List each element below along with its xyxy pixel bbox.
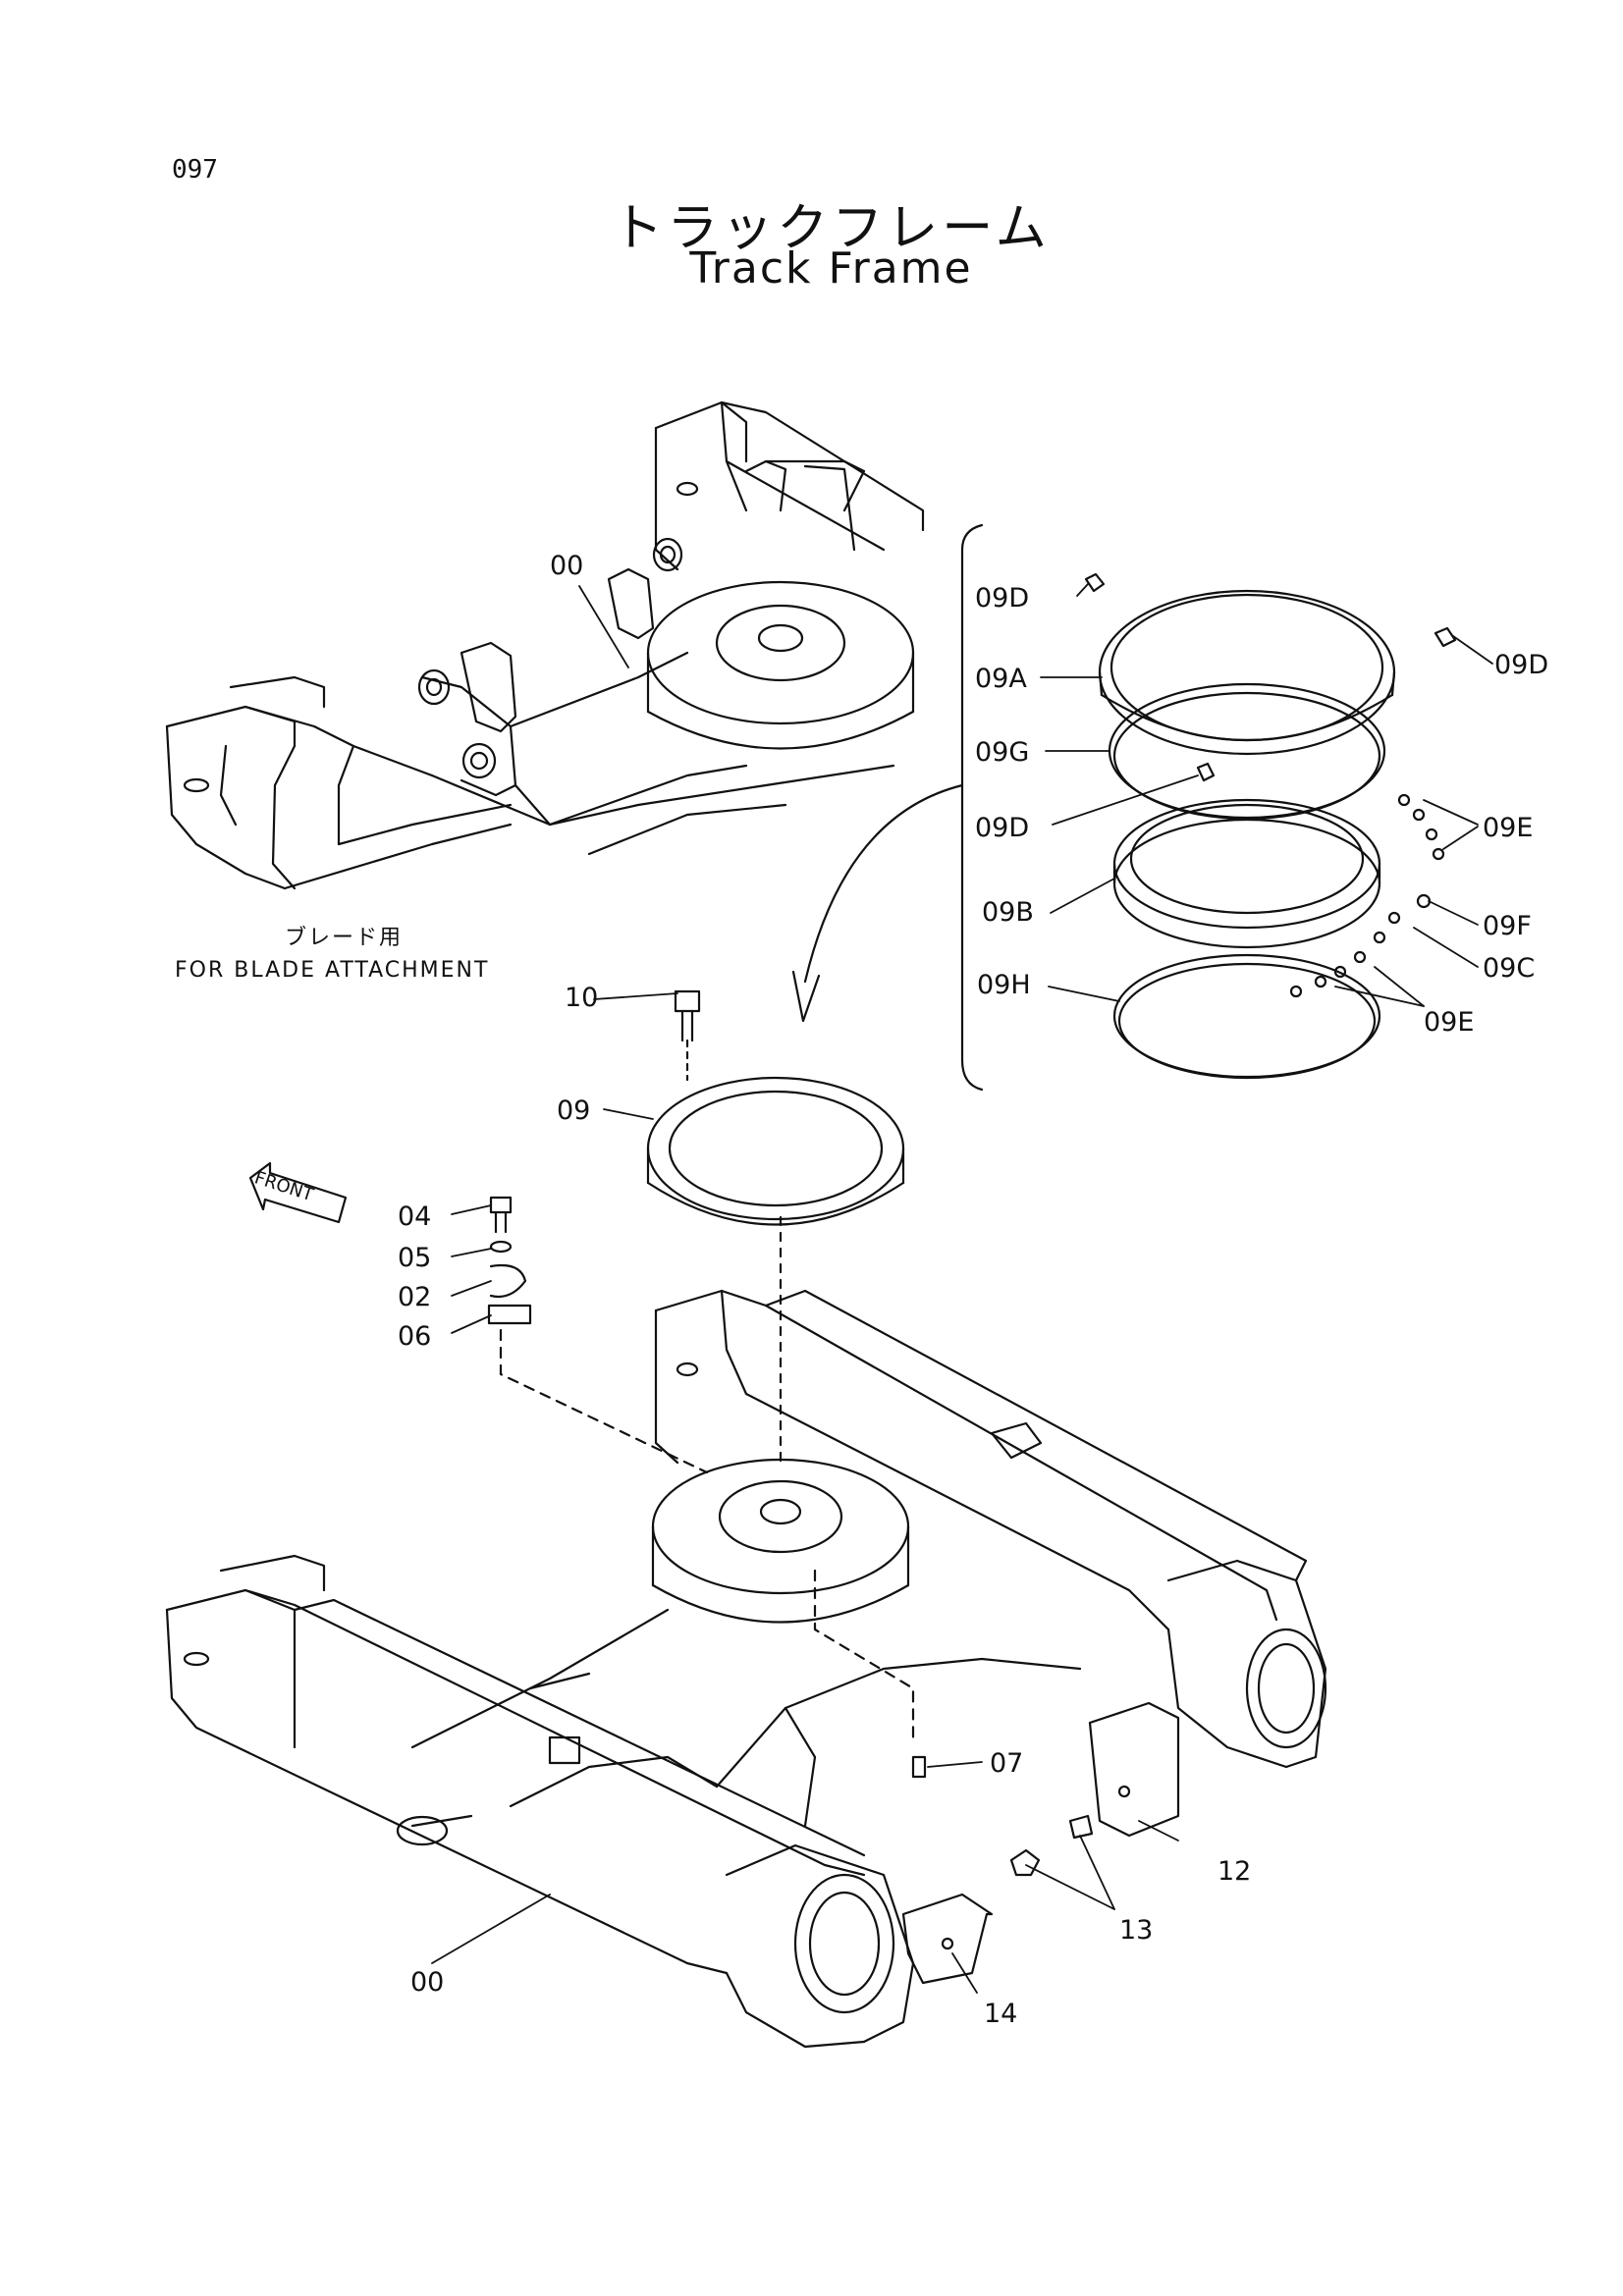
page-title-japanese: トラックフレーム <box>612 199 1051 258</box>
callout-13: 13 <box>1119 1915 1153 1946</box>
front-label: FRONT <box>252 1167 317 1205</box>
lower-track-frame <box>165 1215 1327 2049</box>
callout-09c: 09C <box>1483 953 1535 984</box>
guard-covers <box>901 1701 1180 1985</box>
swing-bearing-assembly <box>646 989 905 1226</box>
callout-14: 14 <box>984 1999 1017 2029</box>
callout-04: 04 <box>398 1201 431 1232</box>
callout-05: 05 <box>398 1243 431 1273</box>
callout-06: 06 <box>398 1321 431 1352</box>
callout-00-upper: 00 <box>550 551 583 581</box>
callout-09a: 09A <box>975 664 1027 694</box>
page-number: 097 <box>172 155 218 185</box>
blade-note-japanese: ブレード用 <box>285 926 403 950</box>
callout-10: 10 <box>565 983 598 1013</box>
callout-09d-middle: 09D <box>975 813 1029 843</box>
callout-09e-lower: 09E <box>1424 1007 1474 1038</box>
callout-09: 09 <box>557 1095 590 1126</box>
page-title-english: Track Frame <box>689 243 973 294</box>
callout-09d-upper-left: 09D <box>975 583 1029 614</box>
callout-09b: 09B <box>982 897 1034 928</box>
callout-09g: 09G <box>975 737 1029 768</box>
callout-09h: 09H <box>977 970 1031 1000</box>
callout-07: 07 <box>990 1748 1023 1779</box>
leader-lines <box>431 583 1493 1994</box>
callout-09f: 09F <box>1483 911 1532 941</box>
callout-09e-upper: 09E <box>1483 813 1533 843</box>
callout-02: 02 <box>398 1282 431 1312</box>
front-arrow-icon <box>248 1161 348 1224</box>
callout-labels: 00 09D 09D 09A 09G 09D 09E 09B 09F 09C 0… <box>175 551 1548 2029</box>
callout-09d-upper-right: 09D <box>1494 650 1548 680</box>
blade-note-english: FOR BLADE ATTACHMENT <box>175 958 489 983</box>
upper-track-frame <box>165 400 925 890</box>
callout-12: 12 <box>1217 1856 1251 1887</box>
callout-00-lower: 00 <box>410 1967 444 1998</box>
bearing-exploded-view <box>791 523 1457 1092</box>
small-parts-stack <box>487 1196 532 1325</box>
